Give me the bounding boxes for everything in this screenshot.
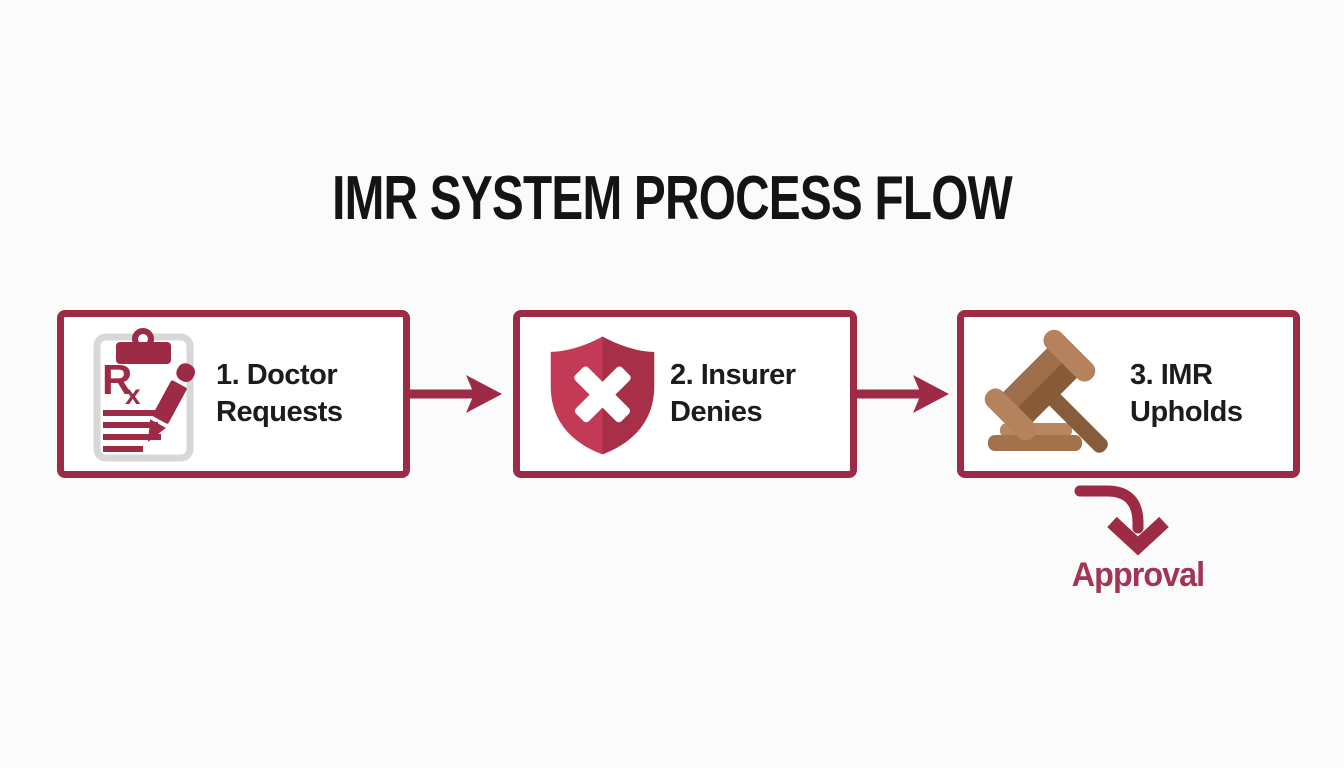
step-label-line1: 2. Insurer	[670, 359, 796, 391]
page-title: IMR SYSTEM PROCESS FLOW	[332, 164, 1013, 233]
arrow-head	[466, 375, 502, 413]
arrow-right-icon	[410, 375, 502, 413]
pen-nib	[148, 419, 166, 442]
step-box-insurer-denies: 2. Insurer Denies	[513, 310, 857, 478]
pen-cap	[176, 363, 196, 382]
curved-arrow-down-icon	[1074, 485, 1169, 556]
step-label-line1: 1. Doctor	[216, 359, 338, 391]
gavel-head-cap	[1043, 329, 1096, 382]
document-line	[103, 434, 161, 440]
pen-body	[152, 380, 187, 424]
approval-label: Approval	[1071, 556, 1205, 594]
gavel-handle	[1044, 389, 1108, 453]
gavel-head-shade	[1015, 360, 1079, 424]
rx-symbol-r: R	[102, 356, 132, 403]
shield-right-half	[602, 336, 655, 455]
step-box-imr-upholds: 3. IMR Upholds	[957, 310, 1300, 478]
step-label: 3. IMR Upholds	[1130, 357, 1243, 431]
step-label: 2. Insurer Denies	[670, 357, 796, 431]
clipboard-clip	[116, 342, 171, 364]
step-label-line2: Denies	[670, 396, 763, 428]
shield-deny-icon	[550, 336, 655, 455]
gavel-icon	[984, 329, 1108, 453]
arrow-right-icon	[857, 375, 949, 413]
step-label-line2: Requests	[216, 396, 343, 428]
gavel-head-cap	[984, 388, 1037, 441]
x-mark-stroke	[574, 366, 631, 423]
step-box-doctor-requests: R x 1. Doctor Requests	[57, 310, 410, 478]
shield-left-half	[550, 336, 603, 455]
curved-arrow-shaft	[1074, 485, 1144, 534]
arrow-head	[913, 375, 949, 413]
rx-symbol-x: x	[125, 379, 141, 410]
document-line	[103, 410, 165, 416]
document-line	[103, 446, 143, 452]
prescription-clipboard-icon: R x	[93, 328, 196, 462]
step-label: 1. Doctor Requests	[216, 357, 343, 431]
step-label-line2: Upholds	[1130, 396, 1243, 428]
step-label-line1: 3. IMR	[1130, 359, 1213, 391]
pen-icon	[148, 363, 196, 442]
gavel-mallet	[984, 329, 1108, 453]
document-line	[103, 422, 158, 428]
gavel-base-bottom	[988, 435, 1082, 451]
curved-arrow-head	[1107, 516, 1169, 556]
